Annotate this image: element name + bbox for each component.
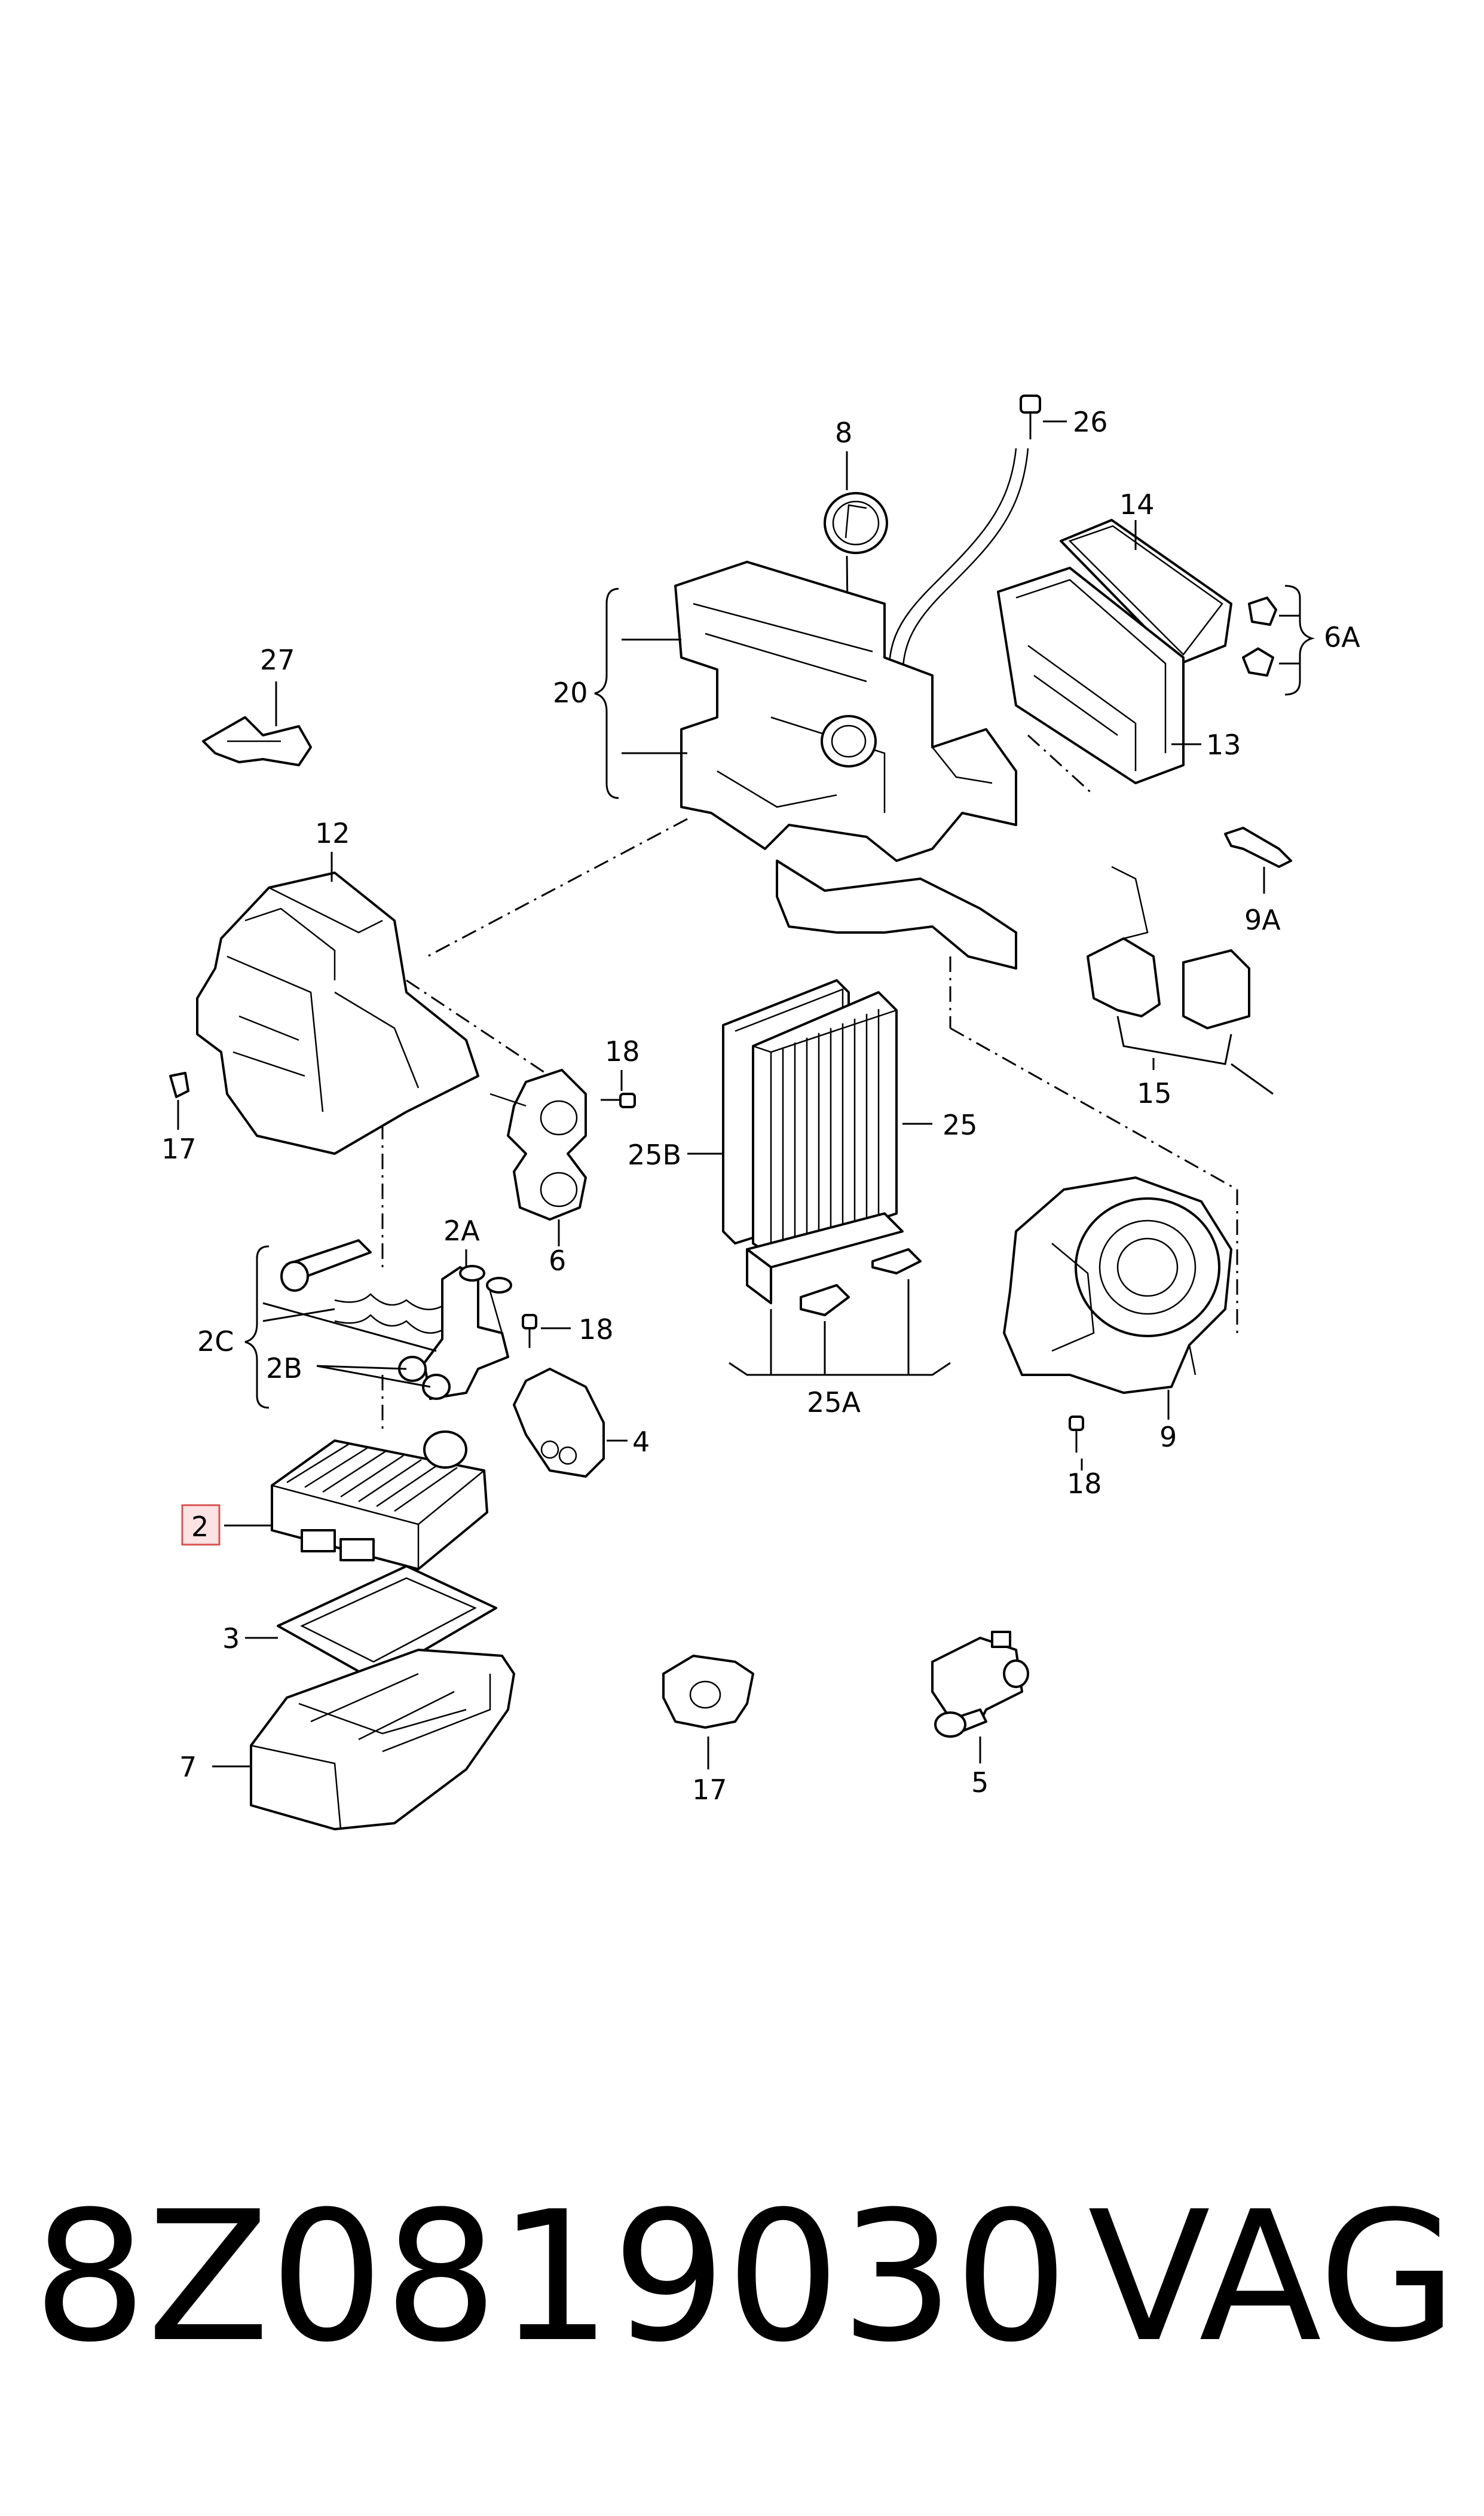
- callout-27: 27: [260, 644, 295, 676]
- callout-labels: 8 26 14 6A 13 20 27 12 9A 15 18 17 25 25…: [161, 406, 1360, 1806]
- duct-13-part[interactable]: [997, 567, 1185, 784]
- callout-20: 20: [553, 677, 588, 709]
- clip-17-left-part[interactable]: [169, 1072, 189, 1098]
- seal-strips-part[interactable]: [334, 1293, 443, 1334]
- callout-2b: 2B: [266, 1352, 302, 1384]
- assembly-guide-lines: [381, 734, 1238, 1435]
- seal-frame-3-part[interactable]: [277, 1565, 497, 1681]
- clips-6a-part[interactable]: [1242, 597, 1277, 677]
- callout-2a: 2A: [443, 1215, 480, 1247]
- actuator-6-part[interactable]: [489, 1069, 587, 1221]
- callout-2c: 2C: [197, 1325, 234, 1358]
- gasket-4-part[interactable]: [513, 1368, 605, 1478]
- callout-5: 5: [971, 1766, 989, 1799]
- blower-9-part[interactable]: [1003, 1176, 1232, 1394]
- filter-25-part[interactable]: [752, 991, 898, 1257]
- callout-6a: 6A: [1324, 621, 1360, 653]
- actuators-15-part[interactable]: [1087, 866, 1250, 1029]
- callout-25: 25: [943, 1109, 978, 1141]
- part-number: 8Z0819030: [33, 2173, 1069, 2382]
- callout-25b: 25B: [628, 1139, 681, 1171]
- lower-housing-7-part[interactable]: [250, 1649, 515, 1830]
- bracket-27-part[interactable]: [202, 716, 312, 766]
- brand-name: VAG: [1088, 2173, 1458, 2382]
- callout-25a: 25A: [807, 1386, 861, 1419]
- bracket-20: [594, 588, 687, 799]
- footer: 8Z0819030 VAG: [0, 2188, 1484, 2367]
- callout-17b: 17: [692, 1774, 727, 1806]
- screw-18-middle-part[interactable]: [522, 1314, 537, 1348]
- callout-8: 8: [835, 417, 852, 449]
- pipes-2a-part[interactable]: [423, 1265, 512, 1400]
- seal-rings-2b-part[interactable]: [398, 1356, 451, 1400]
- callout-26: 26: [1073, 406, 1108, 438]
- heat-exchanger-2-part[interactable]: [271, 1430, 488, 1570]
- screw-18-top-part[interactable]: [601, 1093, 636, 1108]
- callout-6: 6: [549, 1245, 566, 1277]
- callout-12: 12: [315, 817, 350, 849]
- callout-14: 14: [1119, 488, 1155, 521]
- callout-17a: 17: [161, 1133, 197, 1165]
- screw-26-part[interactable]: [888, 395, 1041, 694]
- callout-18a: 18: [605, 1035, 640, 1068]
- callout-3: 3: [222, 1622, 240, 1655]
- callout-2: 2: [191, 1511, 209, 1543]
- valve-5-part[interactable]: [931, 1631, 1029, 1738]
- callout-18c: 18: [1067, 1468, 1102, 1500]
- filter-parts-25a[interactable]: [746, 1212, 922, 1316]
- callout-2-highlight[interactable]: [181, 1504, 221, 1546]
- upper-housing-20-part[interactable]: [674, 561, 1017, 970]
- callout-13: 13: [1206, 729, 1241, 761]
- callout-4: 4: [632, 1426, 650, 1458]
- callout-18b: 18: [579, 1313, 614, 1346]
- callout-15: 15: [1137, 1077, 1172, 1109]
- screw-18-right-part[interactable]: [1069, 1416, 1084, 1453]
- sensor-17-bottom-part[interactable]: [662, 1655, 754, 1729]
- heater-box-12-part[interactable]: [196, 872, 479, 1155]
- callout-9: 9: [1159, 1421, 1177, 1453]
- knob-8-part[interactable]: [824, 492, 888, 554]
- callout-7: 7: [179, 1751, 197, 1783]
- paste-tube-part[interactable]: [280, 1239, 372, 1292]
- bracket-9a-part[interactable]: [1224, 827, 1292, 868]
- callout-9a: 9A: [1244, 904, 1281, 936]
